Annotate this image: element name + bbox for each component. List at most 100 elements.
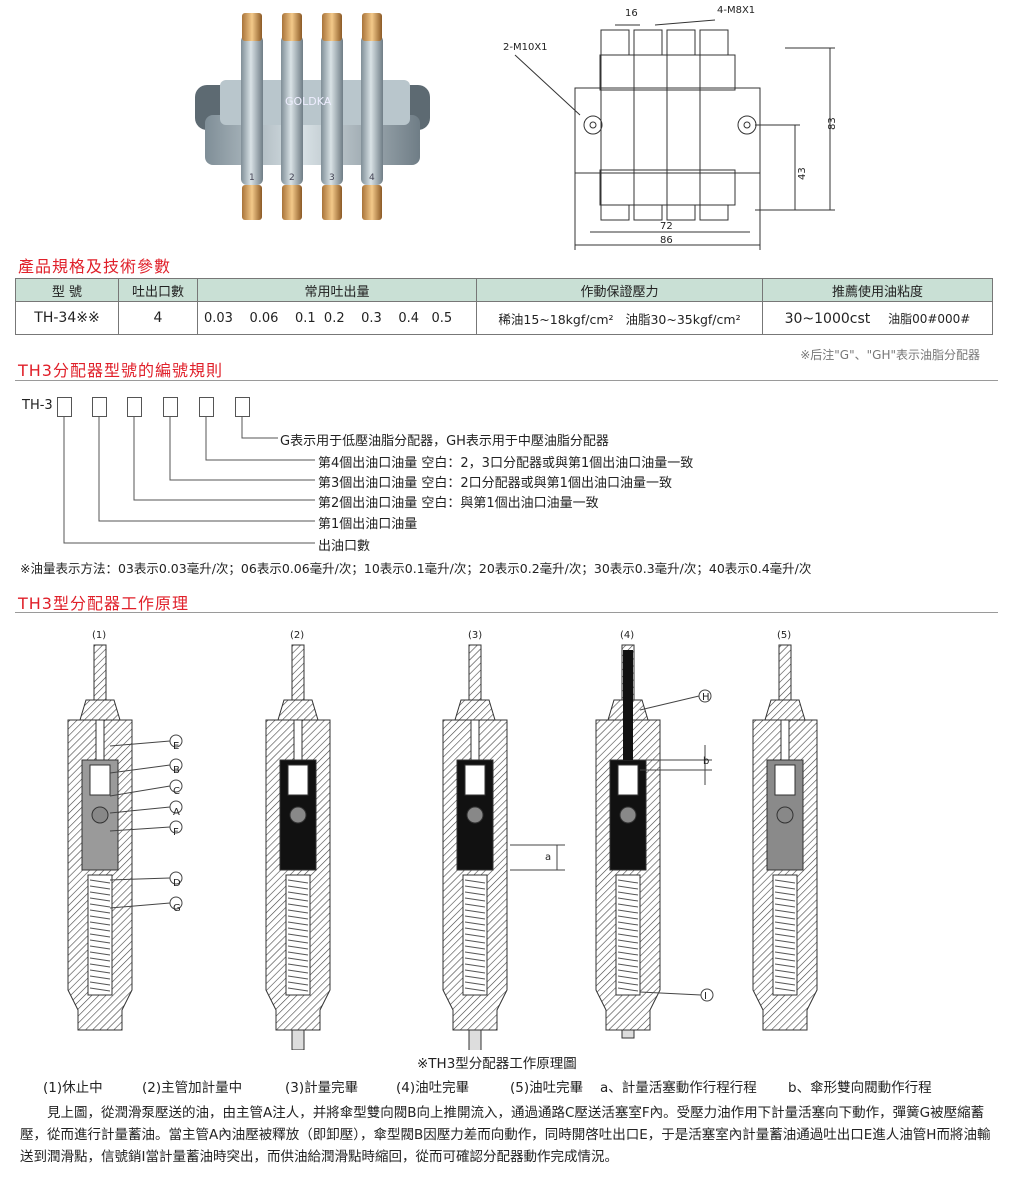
umbrella-valve [287,764,309,796]
spring-coil [774,903,796,908]
outlet-column [241,35,263,185]
cell-outlets: 4 [118,301,198,335]
spring-coil [774,951,796,956]
fitting-bottom [666,204,696,221]
fitting-bottom [633,204,663,221]
brand-text: GOLDKA [285,95,332,108]
brass-fitting-top [322,13,342,41]
valve-section-2 [265,644,331,1050]
nut [764,699,806,721]
nut [277,699,319,721]
spring-coil [464,939,486,944]
leader-line [109,826,171,832]
spring-coil [617,921,639,926]
spring-coil [774,981,796,986]
pressure-grease: 油脂30~35kgf/cm² [625,311,741,327]
label-b: b、傘形雙向閥動作行程 [788,1080,932,1096]
spring-coil [89,963,111,968]
spring-coil [287,969,309,974]
rule-6: 出油口數 [318,539,371,554]
diagram-number-1: (1) [92,630,106,641]
spring-coil [464,921,486,926]
umbrella-valve [89,764,111,796]
oil-in-tube [623,650,633,760]
spring-coil [464,897,486,902]
spring-coil [89,897,111,902]
ball [619,806,637,824]
rule-1: G表示用于低壓油脂分配器，GH表示用于中壓油脂分配器 [280,434,609,449]
ball [289,806,307,824]
spring-coil [287,879,309,884]
callout-circle [700,988,714,1002]
spring-coil [287,945,309,950]
umbrella-valve [774,764,796,796]
volume-note: ※油量表示方法：03表示0.03毫升/次；06表示0.06毫升/次；10表示0.… [20,561,812,576]
spring-coil [774,969,796,974]
volume: 0.06 [249,310,279,326]
leader-line [109,764,171,774]
spring-coil [89,969,111,974]
signal-pin [291,1029,305,1050]
spring-coil [287,909,309,914]
spring-coil [464,981,486,986]
spring-coil [464,885,486,890]
label-a: a、計量活塞動作行程行程 [600,1080,757,1096]
spring-coil [89,981,111,986]
dim-83: 83 [827,117,838,130]
outlet-column [361,35,383,185]
volume: 0.03 [204,310,233,326]
spring-coil [617,951,639,956]
spring-coil [464,927,486,932]
header-outlets: 吐出口數 [118,278,198,302]
rule-3: 第3個出油口油量 空白：2口分配器或與第1個出油口油量一致 [318,476,672,491]
inlet-tube [93,644,107,701]
spring-coil [89,939,111,944]
spring-coil [774,963,796,968]
spring-coil [617,981,639,986]
spring-coil [287,927,309,932]
ball [91,806,109,824]
spring-coil [89,927,111,932]
fitting-top [600,29,630,56]
callout-a: a [545,852,551,863]
spring-coil [617,885,639,890]
spring-coil [89,933,111,938]
outlet-passage [95,719,105,761]
nut [454,699,496,721]
diagram-number-4: (4) [620,630,634,641]
divider [15,612,998,613]
spring-coil [774,927,796,932]
spring-coil [617,969,639,974]
callout-A: A [173,807,180,818]
spring-coil [287,957,309,962]
spring-coil [774,879,796,884]
spring-coil [287,903,309,908]
callout-C: C [173,786,180,797]
spring-coil [287,933,309,938]
label-2: (2)主管加計量中 [142,1080,243,1096]
principle-diagrams: (1) (2) (3) (4) (5) E B C A F D G a H b … [67,630,818,1050]
header-viscosity: 推薦使用油粘度 [762,278,993,302]
dim-72: 72 [660,221,673,232]
spring-coil [774,891,796,896]
viscosity: 30~1000cst [784,310,871,327]
spring-coil [464,909,486,914]
callout-H: H [702,692,710,703]
callout-b: b [703,756,709,767]
spring-coil [89,957,111,962]
spring-coil [464,951,486,956]
rule-4: 第2個出油口油量 空白：與第1個出油口油量一致 [318,496,599,511]
spring-coil [617,933,639,938]
outlet-number: 1 [249,173,255,183]
spring-coil [774,915,796,920]
leader-line [639,695,700,711]
spring-coil [464,987,486,992]
fitting-bottom [600,204,630,221]
spring-coil [89,987,111,992]
spec-title: 產品規格及技術參數 [18,257,172,276]
volume: 0.3 [361,310,382,326]
dimension-drawing: 16 4-M8X1 2-M10X1 83 43 72 86 [503,5,838,250]
signal-pin [468,1029,482,1050]
spring-coil [287,981,309,986]
